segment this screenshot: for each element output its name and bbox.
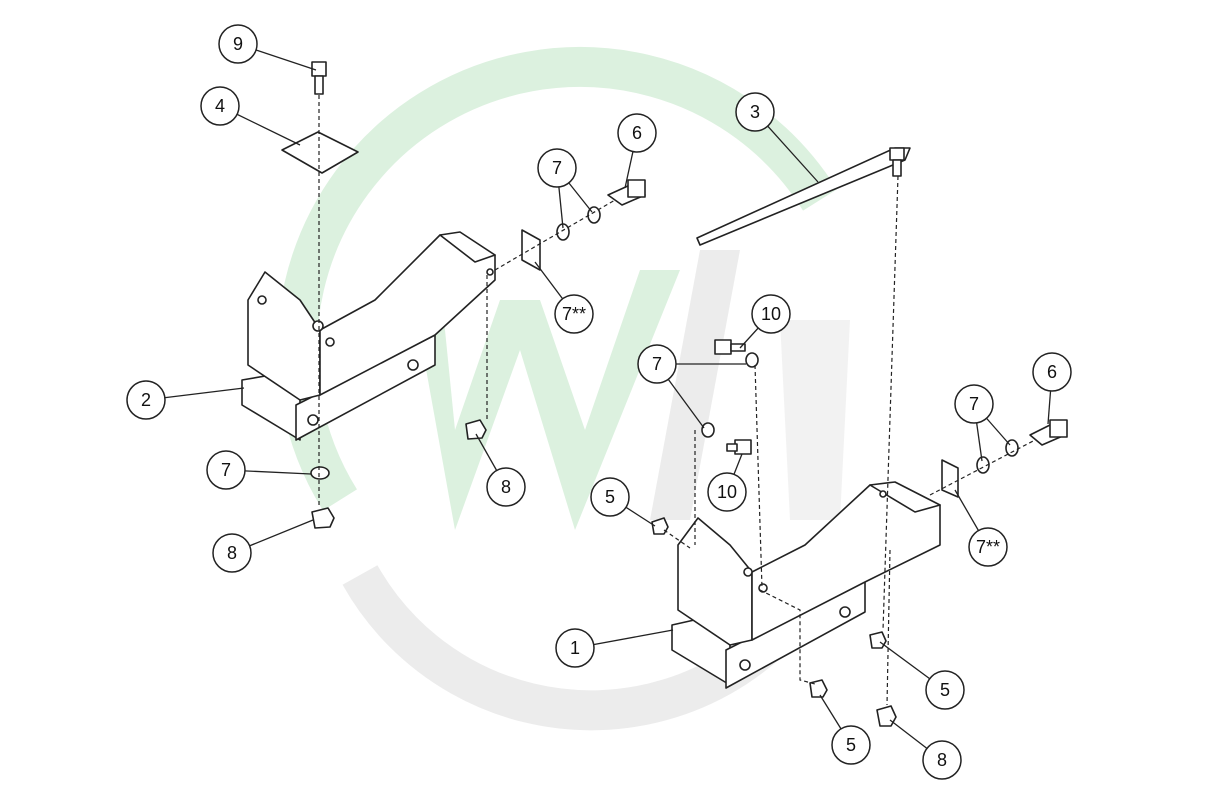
callout-label: 7** (562, 304, 586, 324)
callouts: 9 4 3 6 7 7** 10 7 6 2 7 7 8 10 5 7** 8 1 5 5 8 (126, 24, 1072, 780)
callout-label: 7 (221, 460, 231, 480)
assembly-lines (318, 95, 1036, 706)
callout-label: 8 (227, 543, 237, 563)
callout-8: 8 (922, 740, 962, 780)
bracket-part-1 (671, 481, 941, 689)
callout-8: 8 (486, 467, 526, 507)
callout-6: 6 (1032, 352, 1072, 392)
callout-label: 5 (940, 680, 950, 700)
callout-7: 7 (537, 148, 577, 188)
callout-1: 1 (555, 628, 595, 668)
callout-5: 5 (831, 725, 871, 765)
callout-label: 2 (141, 390, 151, 410)
callout-7starstar: 7** (968, 527, 1008, 567)
callout-label: 7 (552, 158, 562, 178)
callout-label: 10 (717, 482, 737, 502)
callout-4: 4 (200, 86, 240, 126)
callout-label: 7 (652, 354, 662, 374)
callout-label: 10 (761, 304, 781, 324)
callout-label: 4 (215, 96, 225, 116)
callout-label: 1 (570, 638, 580, 658)
callout-10: 10 (751, 294, 791, 334)
callout-7: 7 (206, 450, 246, 490)
bracket-part-2 (241, 231, 496, 441)
callout-9: 9 (218, 24, 258, 64)
callout-label: 9 (233, 34, 243, 54)
callout-7: 7 (637, 344, 677, 384)
callout-10: 10 (707, 472, 747, 512)
callout-label: 7 (969, 394, 979, 414)
callout-5: 5 (925, 670, 965, 710)
callout-label: 3 (750, 102, 760, 122)
callout-label: 5 (846, 735, 856, 755)
callout-label: 5 (605, 487, 615, 507)
callout-label: 6 (632, 123, 642, 143)
callout-label: 8 (501, 477, 511, 497)
callout-7starstar: 7** (554, 294, 594, 334)
callout-7: 7 (954, 384, 994, 424)
hardware (310, 61, 1068, 727)
callout-8: 8 (212, 533, 252, 573)
callout-2: 2 (126, 380, 166, 420)
callout-label: 8 (937, 750, 947, 770)
callout-label: 7** (976, 537, 1000, 557)
callout-3: 3 (735, 92, 775, 132)
strap-part-3 (696, 147, 911, 246)
callout-5: 5 (590, 477, 630, 517)
callout-6: 6 (617, 113, 657, 153)
plate-part-4 (281, 131, 359, 174)
callout-label: 6 (1047, 362, 1057, 382)
